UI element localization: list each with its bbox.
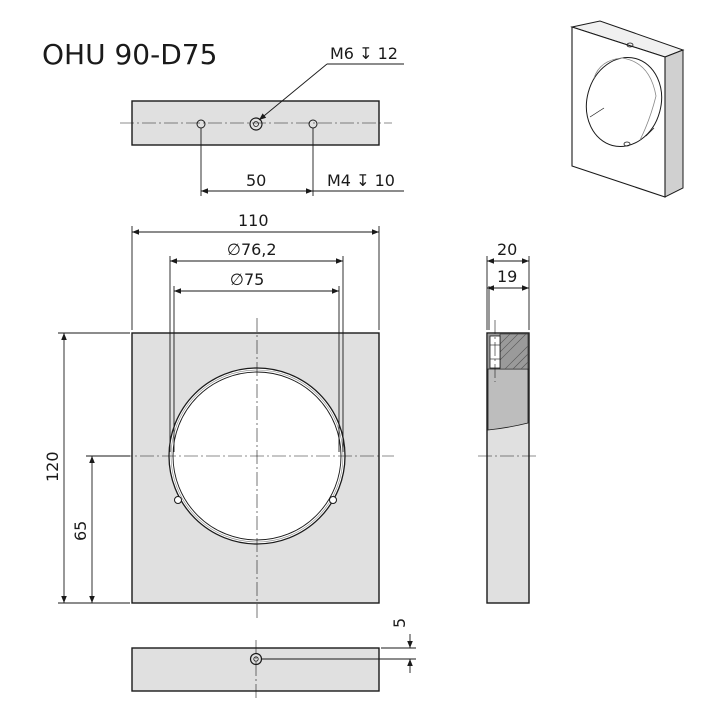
width-label: 110: [238, 211, 269, 230]
height-label: 120: [43, 451, 62, 482]
top-view: M6 ↧ 12 50 M4 ↧ 10: [120, 44, 404, 196]
m4-label: M4 ↧ 10: [327, 171, 395, 190]
thickness-label: 20: [497, 240, 517, 259]
m6-label: M6 ↧ 12: [330, 44, 398, 63]
iso-bore: [585, 56, 663, 148]
m6-hole: [249, 117, 263, 131]
isometric-view: [570, 20, 685, 198]
side-view: 20 19: [478, 240, 538, 604]
hole-spacing-label: 50: [246, 171, 266, 190]
inner-thickness-label: 19: [497, 267, 517, 286]
drawing-title: OHU 90-D75: [42, 38, 218, 71]
hole-offset-label: 5: [390, 618, 409, 628]
front-view: 110 ∅76,2 ∅75 120 65: [43, 211, 394, 618]
outer-diameter-label: ∅76,2: [227, 240, 277, 259]
inner-diameter-label: ∅75: [230, 270, 264, 289]
bottom-view: 5: [131, 618, 416, 698]
set-screw-right: [329, 496, 337, 504]
bottom-view-body: [131, 647, 380, 692]
set-screw-left: [174, 496, 182, 504]
m6-leader: [258, 63, 328, 121]
center-height-label: 65: [71, 521, 90, 541]
